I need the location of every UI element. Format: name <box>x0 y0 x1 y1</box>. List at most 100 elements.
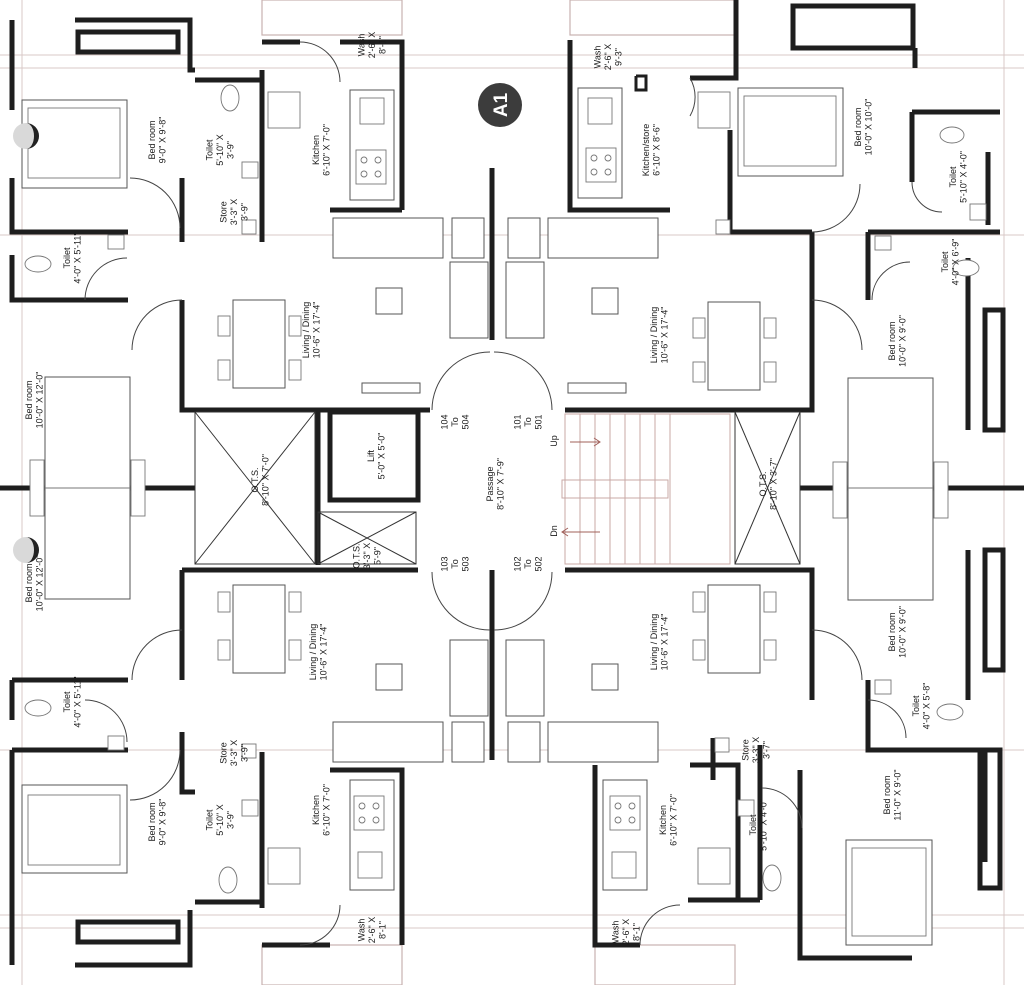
room-label-line: Bed room <box>24 563 34 602</box>
room-label-line: 8'-10" X 7'-0" <box>260 454 270 506</box>
room-label-line: 4'-0" X 5'-11" <box>72 232 82 283</box>
room-label-living-tr: Living / Dining10'-6" X 17'-4" <box>649 307 670 364</box>
room-label-line: Wash <box>357 919 367 942</box>
room-label-line: Wash <box>593 46 603 69</box>
room-label-toilet-br2: Toilet5'-10" X 4'-0" <box>748 799 769 851</box>
room-label-line: Bed room <box>887 321 897 360</box>
room-label-line: 102 <box>513 556 523 571</box>
room-label-line: Kitchen/store <box>641 124 651 177</box>
room-label-line: Wash <box>357 34 367 57</box>
room-label-kitchen-br: Kitchen6'-10" X 7'-0" <box>658 794 679 846</box>
room-label-passage: Passage8'-10" X 7'-9" <box>485 458 506 510</box>
room-label-living-tl: Living / Dining10'-6" X 17'-4" <box>301 302 322 359</box>
room-label-line: 101 <box>513 414 523 429</box>
room-label-line: 10'-6" X 17'-4" <box>659 307 669 364</box>
bed-right-double <box>847 377 934 601</box>
room-label-line: Bed room <box>147 802 157 841</box>
room-label-bed-r2: Bed room10'-0" X 9'-0" <box>887 606 908 658</box>
room-label-ots-l: O.T.S.8'-10" X 7'-0" <box>250 454 271 506</box>
room-label-toilet-tl: Toilet5'-10" X3'-9" <box>205 134 236 165</box>
room-label-line: Toilet <box>62 691 72 713</box>
room-label-toilet-br: Toilet4'-0" X 5'-8" <box>911 683 932 730</box>
room-label-line: 11'-0" X 9'-0" <box>892 769 902 820</box>
room-label-line: 8'-1" <box>378 36 388 54</box>
room-label-line: 10'-0" X 12'-0" <box>34 555 44 612</box>
room-label-line: 10'-0" X 9'-0" <box>897 315 907 367</box>
room-label-line: 3'-9" <box>240 744 250 762</box>
room-label-line: Toilet <box>62 247 72 269</box>
room-label-line: 3'-3" X <box>362 543 372 569</box>
room-label-line: 5'-10" X 4'-0" <box>758 799 768 851</box>
room-label-line: Bed room <box>853 107 863 146</box>
room-label-kitchen-bl: Kitchen6'-10" X 7'-0" <box>311 784 332 836</box>
room-label-flats-104: 104To504 <box>440 414 471 429</box>
room-label-bed-bl: Bed room9'-0" X 9'-8" <box>147 799 168 846</box>
room-label-line: O.T.S. <box>758 471 768 496</box>
room-label-line: 501 <box>534 414 544 429</box>
room-label-toilet-tr: Toilet5'-10" X 4'-0" <box>948 151 969 203</box>
room-label-line: 10'-0" X 12'-0" <box>34 372 44 429</box>
room-label-line: O.T.S. <box>352 543 362 568</box>
room-label-line: Store <box>741 739 751 761</box>
room-label-line: 10'-0" X 10'-0" <box>863 99 873 156</box>
room-label-line: 504 <box>461 414 471 429</box>
room-label-wash-tl: Wash2'-6" X8'-1" <box>357 32 388 58</box>
room-label-bed-br: Bed room11'-0" X 9'-0" <box>882 769 903 820</box>
room-label-line: 2'-6" X <box>603 44 613 70</box>
room-label-line: 2'-6" X <box>367 917 377 943</box>
room-label-bed-l2: Bed room10'-0" X 12'-0" <box>24 555 45 612</box>
room-label-wash-tr: Wash2'-6" X9'-3" <box>593 44 624 70</box>
room-label-line: 3'-9" <box>240 203 250 221</box>
room-label-line: 5'-9" <box>373 547 383 565</box>
room-label-flats-102: 102To502 <box>513 556 544 571</box>
room-label-line: Bed room <box>24 380 34 419</box>
room-label-line: 5'-10" X <box>215 134 225 165</box>
room-label-wash-br: Wash2'-6" X8'-1" <box>611 919 642 945</box>
room-label-wash-bl: Wash2'-6" X8'-1" <box>357 917 388 943</box>
room-label-dn: Dn <box>549 525 559 537</box>
room-label-line: 4'-0" X 6'-9" <box>950 239 960 286</box>
room-label-living-bl: Living / Dining10'-6" X 17'-4" <box>308 624 329 681</box>
room-label-line: 4'-0" X 5'-8" <box>921 683 931 730</box>
room-label-living-br: Living / Dining10'-6" X 17'-4" <box>649 614 670 671</box>
room-label-toilet-tr2: Toilet4'-0" X 6'-9" <box>940 239 961 286</box>
room-label-line: Toilet <box>205 139 215 161</box>
room-label-line: 6'-10" X 7'-0" <box>321 124 331 176</box>
room-label-store-bl: Store3'-3" X3'-9" <box>219 740 250 766</box>
room-label-line: Living / Dining <box>308 624 318 681</box>
room-label-line: Wash <box>611 921 621 944</box>
room-label-line: 3'-9" <box>226 141 236 159</box>
room-label-store-br: Store3'-3" X3'-7" <box>741 737 772 763</box>
room-label-line: O.T.S. <box>250 467 260 492</box>
room-label-kitchen-tl: Kitchen6'-10" X 7'-0" <box>311 124 332 176</box>
room-label-line: Bed room <box>887 612 897 651</box>
room-label-line: 10'-6" X 17'-4" <box>311 302 321 359</box>
room-label-line: 9'-0" X 9'-8" <box>157 117 167 164</box>
room-label-bed-tl: Bed room9'-0" X 9'-8" <box>147 117 168 164</box>
room-label-line: 104 <box>440 414 450 429</box>
room-label-line: 10'-6" X 17'-4" <box>318 624 328 681</box>
room-label-line: 10'-0" X 9'-0" <box>897 606 907 658</box>
room-label-line: Toilet <box>911 695 921 717</box>
room-label-line: To <box>523 559 533 569</box>
room-label-line: Up <box>549 435 559 447</box>
room-label-line: To <box>450 417 460 427</box>
room-label-line: 8'-1" <box>378 921 388 939</box>
room-label-line: 103 <box>440 556 450 571</box>
room-label-line: 8'-10" X 7'-9" <box>495 458 505 510</box>
unit-badge: A1 <box>478 83 522 127</box>
ots-shafts <box>194 411 801 565</box>
room-label-line: Bed room <box>882 775 892 814</box>
room-label-line: 4'-0" X 5'-11" <box>72 676 82 727</box>
room-label-toilet-bl2: Toilet5'-10" X3'-9" <box>205 804 236 835</box>
room-label-lift: Lift5'-0" X 5'-0" <box>366 433 387 480</box>
room-label-line: Kitchen <box>311 135 321 165</box>
room-label-line: Toilet <box>948 166 958 188</box>
room-label-line: 3'-7" <box>762 741 772 759</box>
staircase <box>561 413 731 565</box>
room-label-line: 9'-3" <box>614 48 624 66</box>
furniture <box>21 84 987 946</box>
room-label-bed-r1: Bed room10'-0" X 9'-0" <box>887 315 908 367</box>
room-label-line: 8'-1" <box>632 923 642 941</box>
